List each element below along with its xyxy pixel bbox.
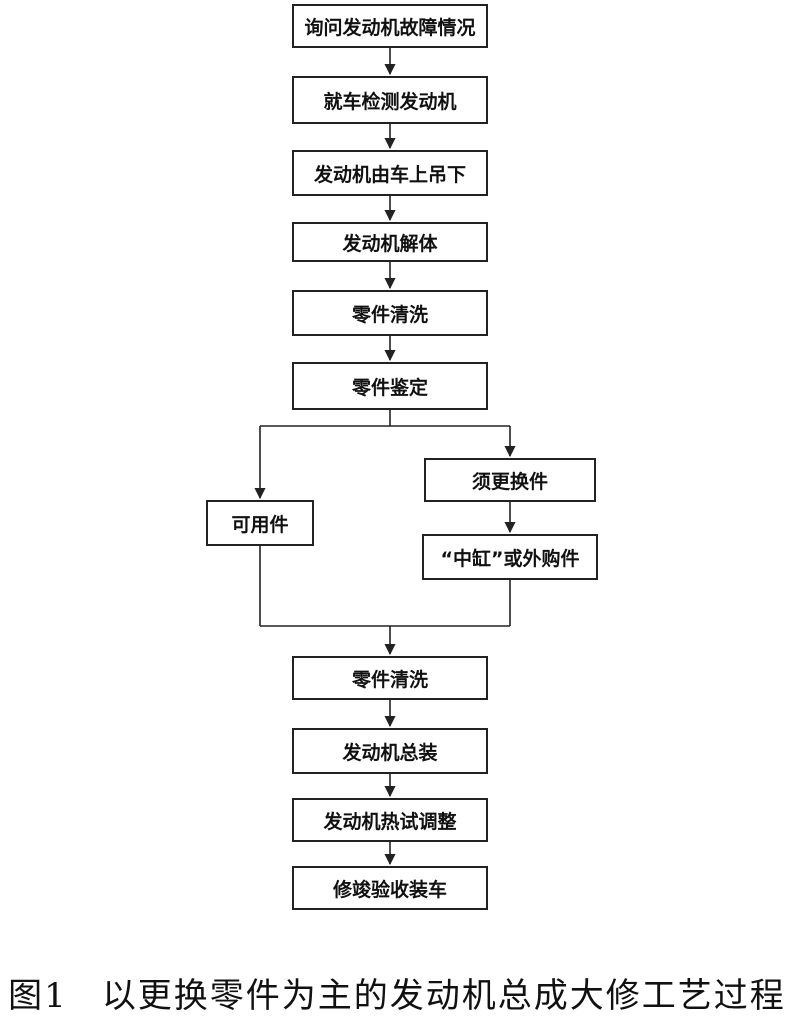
step-parts-cleaning-1: 零件清洗 (292, 290, 488, 336)
step-engine-assembly: 发动机总装 (292, 728, 488, 774)
step-acceptance-install: 修竣验收装车 (292, 866, 488, 910)
step-disassemble: 发动机解体 (292, 222, 488, 262)
figure-number: 图1 (8, 976, 68, 1016)
step-inquire-fault: 询问发动机故障情况 (292, 4, 488, 48)
step-purchased-parts: “中缸”或外购件 (422, 534, 598, 580)
step-parts-identification: 零件鉴定 (292, 362, 488, 410)
figure-caption: 图1 以更换零件为主的发动机总成大修工艺过程 (0, 968, 794, 1017)
step-usable-parts: 可用件 (206, 500, 314, 546)
step-hoist-engine: 发动机由车上吊下 (292, 150, 488, 196)
step-on-vehicle-inspection: 就车检测发动机 (292, 76, 488, 124)
step-replace-parts: 须更换件 (424, 458, 596, 502)
figure-title: 以更换零件为主的发动机总成大修工艺过程 (101, 976, 786, 1016)
step-parts-cleaning-2: 零件清洗 (292, 656, 488, 700)
step-hot-test-adjust: 发动机热试调整 (292, 798, 488, 842)
